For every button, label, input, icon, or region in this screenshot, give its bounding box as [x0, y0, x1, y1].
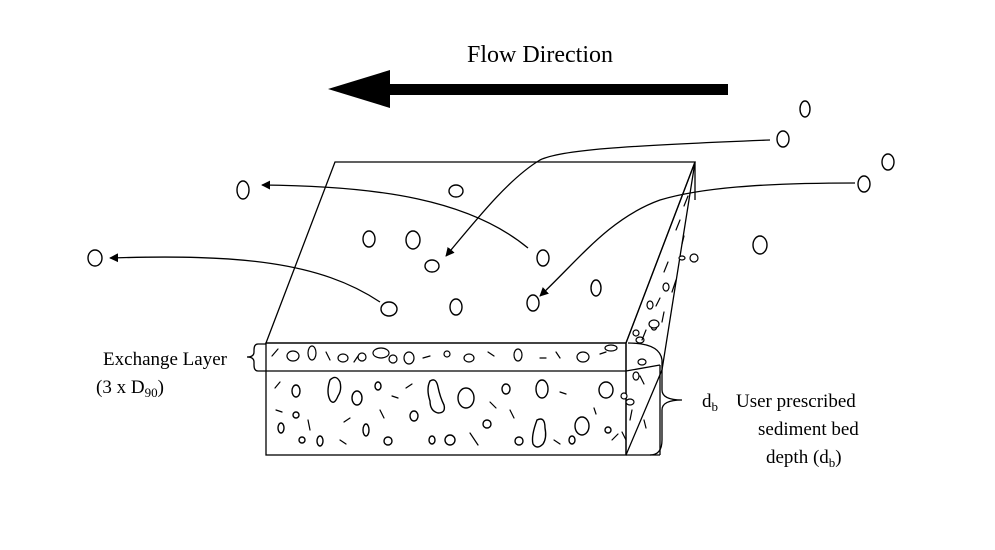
bed-depth-brace: [627, 342, 683, 456]
sediment-bed-block: [265, 161, 696, 456]
exchange-layer-grains: [286, 321, 658, 365]
suspended-grains: [87, 100, 895, 267]
sediment-bed-dashes: [274, 381, 619, 446]
bed-depth-label-line3: depth (db): [766, 447, 842, 470]
front-face: [265, 342, 627, 456]
exchange-layer-dashes: [271, 348, 607, 363]
db-symbol-main: d: [702, 391, 712, 412]
exchange-layer-brace: [246, 343, 266, 372]
sediment-bed-grains: [277, 376, 614, 448]
flow-direction-label: Flow Direction: [467, 42, 613, 68]
deposition-path-lower: [539, 182, 856, 297]
exchange-layer-label: Exchange Layer: [103, 349, 228, 370]
exchange-layer-formula-prefix: (3 x D: [96, 377, 145, 398]
bed-depth-line3-sub: b: [829, 455, 836, 470]
exchange-layer-formula-sub: 90: [145, 385, 158, 400]
flow-direction-arrow: [328, 70, 728, 108]
bed-depth-label-line1: User prescribed: [736, 391, 856, 412]
grain-trajectories: [109, 139, 856, 303]
bed-depth-line3-suffix: ): [835, 447, 841, 468]
entrainment-path-upper: [261, 180, 529, 249]
surface-grains: [362, 184, 602, 317]
exchange-layer-formula: (3 x D90): [96, 377, 164, 400]
db-symbol-sub: b: [712, 399, 719, 414]
bed-depth-line3-prefix: depth (d: [766, 447, 829, 468]
entrainment-path-lower: [109, 253, 381, 303]
exchange-layer-formula-suffix: ): [158, 377, 164, 398]
side-face-texture: [620, 195, 699, 441]
bed-depth-label-line2: sediment bed: [758, 419, 859, 440]
db-symbol: db: [702, 391, 718, 414]
deposition-path-upper: [445, 139, 771, 257]
